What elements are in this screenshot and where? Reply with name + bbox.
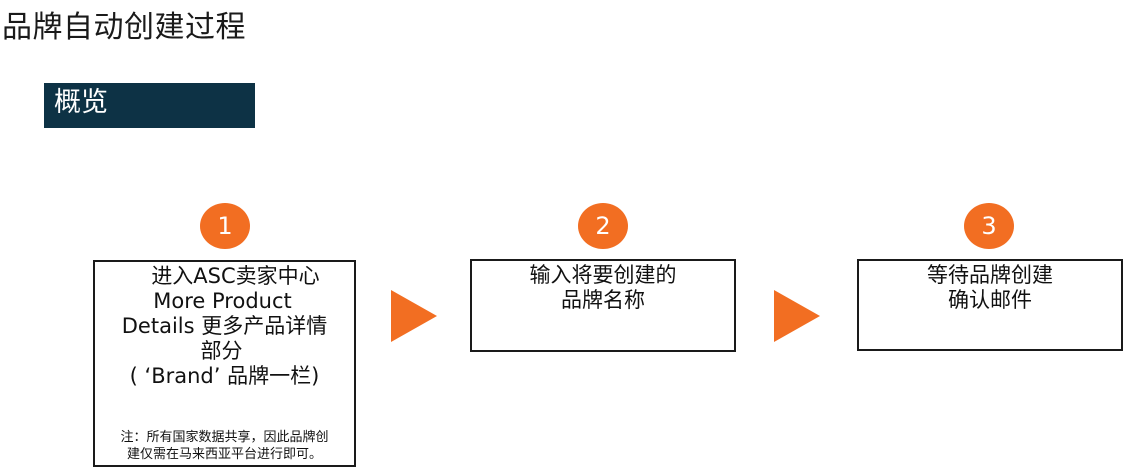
arrow-right-icon	[774, 290, 820, 342]
step-1-box: 进入ASC卖家中心 More Product Details 更多产品详情 部分…	[93, 260, 356, 467]
section-label: 概览	[44, 83, 255, 128]
step-1-line: 进入ASC卖家中心	[151, 264, 320, 288]
arrow-right-icon	[391, 290, 437, 342]
step-3-line: 确认邮件	[948, 288, 1032, 312]
step-2-line: 输入将要创建的	[529, 263, 677, 287]
step-1-line: Details 更多产品详情	[121, 314, 328, 338]
step-3-line: 等待品牌创建	[927, 263, 1053, 287]
step-1-text: 进入ASC卖家中心 More Product Details 更多产品详情 部分…	[95, 264, 354, 389]
step-2-box: 输入将要创建的 品牌名称	[470, 259, 736, 352]
page-title: 品牌自动创建过程	[2, 10, 246, 45]
step-2-badge: 2	[578, 203, 628, 249]
step-1-note-line: 注：所有国家数据共享，因此品牌创	[120, 430, 329, 445]
step-1-note: 注：所有国家数据共享，因此品牌创 建仅需在马来西亚平台进行即可。	[95, 429, 354, 463]
step-3-box: 等待品牌创建 确认邮件	[857, 259, 1123, 351]
step-2-text: 输入将要创建的 品牌名称	[472, 261, 734, 313]
step-1-badge: 1	[200, 203, 250, 249]
step-1-line: ( ‘Brand’ 品牌一栏)	[129, 364, 320, 388]
step-3-badge: 3	[964, 203, 1014, 249]
step-2-line: 品牌名称	[561, 288, 645, 312]
step-1-line: More Product	[153, 289, 292, 313]
step-1-note-line: 建仅需在马来西亚平台进行即可。	[126, 447, 322, 462]
step-3-text: 等待品牌创建 确认邮件	[859, 261, 1121, 313]
step-1-line: 部分	[200, 339, 243, 363]
